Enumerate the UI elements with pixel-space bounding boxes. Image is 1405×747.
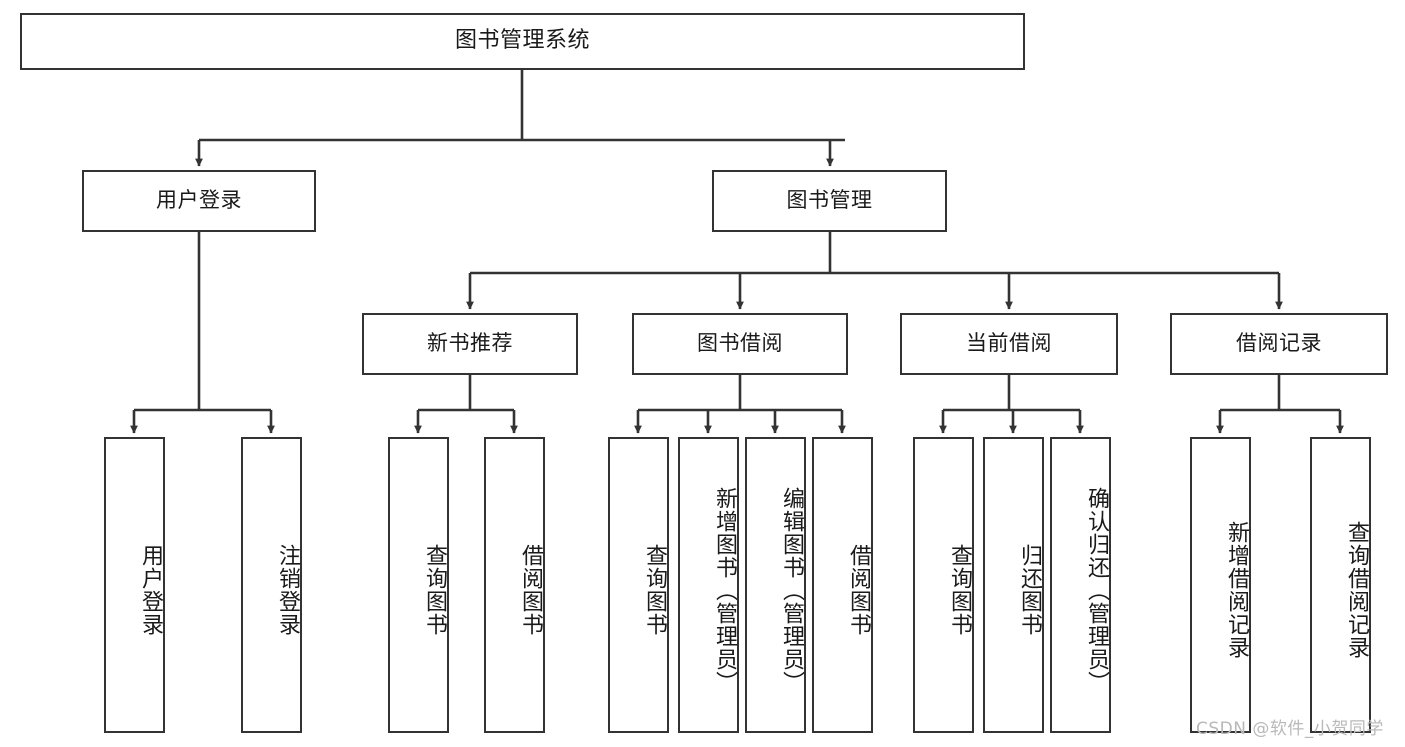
node-root-system[interactable]: 图书管理系统 <box>20 13 1025 70</box>
node-leaf-label: 借阅图书 <box>846 544 871 636</box>
node-borrow-record[interactable]: 借阅记录 <box>1170 313 1388 375</box>
node-leaf-label: 用户登录 <box>138 544 163 636</box>
node-leaf-label: 新增图书（管理员） <box>712 486 737 694</box>
node-leaf-query-book-borrow[interactable]: 查询图书 <box>608 437 669 733</box>
node-leaf-add-borrow-record[interactable]: 新增借阅记录 <box>1190 437 1251 733</box>
node-leaf-borrow-book[interactable]: 借阅图书 <box>812 437 873 733</box>
node-current-borrow[interactable]: 当前借阅 <box>900 313 1118 375</box>
node-leaf-label: 注销登录 <box>275 544 300 636</box>
node-leaf-logout[interactable]: 注销登录 <box>241 437 302 733</box>
node-leaf-edit-book-admin[interactable]: 编辑图书（管理员） <box>745 437 806 733</box>
node-book-borrow[interactable]: 图书借阅 <box>632 313 848 375</box>
node-leaf-query-book-current[interactable]: 查询图书 <box>913 437 974 733</box>
node-user-login[interactable]: 用户登录 <box>82 170 316 232</box>
node-leaf-user-login[interactable]: 用户登录 <box>104 437 165 733</box>
node-leaf-label: 查询图书 <box>947 544 972 636</box>
node-leaf-label: 查询图书 <box>642 544 667 636</box>
node-leaf-add-book-admin[interactable]: 新增图书（管理员） <box>678 437 739 733</box>
node-leaf-label: 借阅图书 <box>518 544 543 636</box>
node-leaf-label: 查询借阅记录 <box>1344 521 1369 659</box>
node-leaf-label: 确认归还（管理员） <box>1084 486 1109 694</box>
node-leaf-query-borrow-record[interactable]: 查询借阅记录 <box>1310 437 1371 733</box>
node-leaf-label: 新增借阅记录 <box>1224 521 1249 659</box>
csdn-watermark: CSDN @软件_小贺同学 <box>1196 719 1384 739</box>
node-leaf-label: 查询图书 <box>422 544 447 636</box>
node-book-manage[interactable]: 图书管理 <box>712 170 947 232</box>
node-leaf-confirm-return-admin[interactable]: 确认归还（管理员） <box>1050 437 1111 733</box>
node-leaf-return-book[interactable]: 归还图书 <box>983 437 1044 733</box>
node-leaf-borrow-book-recommend[interactable]: 借阅图书 <box>484 437 545 733</box>
node-leaf-label: 编辑图书（管理员） <box>779 486 804 694</box>
node-leaf-label: 归还图书 <box>1017 544 1042 636</box>
node-leaf-query-book-recommend[interactable]: 查询图书 <box>388 437 449 733</box>
node-new-book-recommend[interactable]: 新书推荐 <box>362 313 578 375</box>
